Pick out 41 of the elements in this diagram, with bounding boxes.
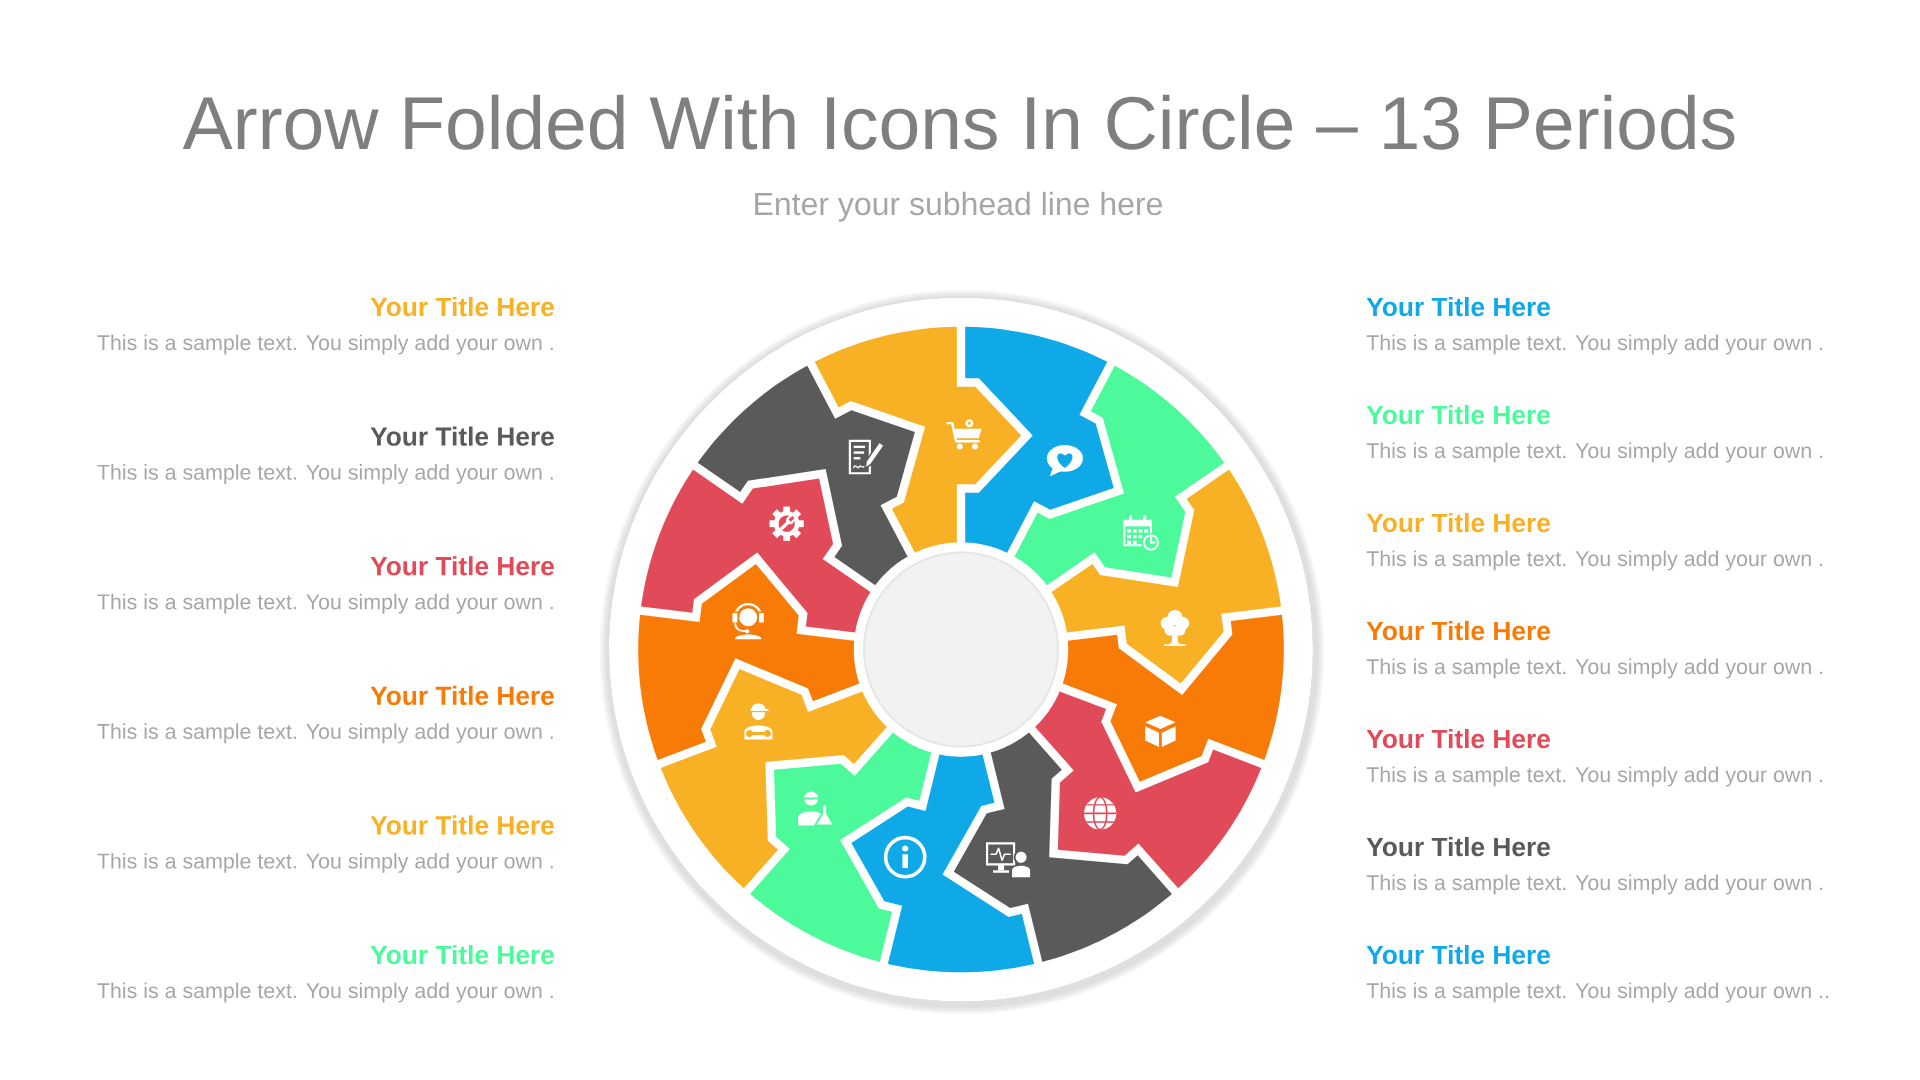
block-title: Your Title Here bbox=[370, 815, 554, 835]
arrow-segment bbox=[953, 731, 1172, 962]
arrow-segment bbox=[1062, 614, 1284, 782]
body-text: This is a sample text. You simply add your own . bbox=[1366, 334, 1823, 355]
block-title: Your Title Here bbox=[370, 685, 554, 706]
body-text: This is a sample text. You simply add your own . bbox=[1366, 442, 1823, 463]
block-title: Your Title Here bbox=[1366, 944, 1550, 965]
page-title: Arrow Folded With Icons In Circle – 13 Periods bbox=[182, 94, 1735, 150]
body-text: This is a sample text. You simply add your own . bbox=[97, 723, 553, 744]
arrow-segment bbox=[697, 365, 915, 587]
body-text: This is a sample text. You simply add your own . bbox=[1366, 550, 1823, 571]
body-text: This is a sample text. You simply add your own . bbox=[97, 593, 553, 614]
arrow-segment bbox=[963, 326, 1114, 554]
arrow-segment bbox=[814, 326, 1022, 554]
body-text: This is a sample text. You simply add your own . bbox=[97, 334, 553, 355]
arrow-segment bbox=[1012, 365, 1225, 587]
block-title: Your Title Here bbox=[370, 556, 554, 576]
block-title: Your Title Here bbox=[370, 426, 554, 446]
arrow-segment bbox=[851, 754, 1035, 973]
body-text: This is a sample text. You simply add your own . bbox=[97, 982, 553, 1003]
block-title: Your Title Here bbox=[1366, 620, 1550, 641]
block-title: Your Title Here bbox=[370, 296, 554, 317]
arrow-segment bbox=[1050, 469, 1281, 684]
body-text: This is a sample text. You simply add your own . bbox=[97, 852, 553, 873]
arrow-segment bbox=[1033, 689, 1262, 889]
block-title: Your Title Here bbox=[1366, 836, 1550, 857]
body-text: This is a sample text. You simply add your own . bbox=[1366, 766, 1823, 787]
block-title: Your Title Here bbox=[1366, 728, 1550, 749]
block-title: Your Title Here bbox=[1366, 404, 1550, 425]
arrow-segment bbox=[660, 669, 889, 889]
arrow-segment bbox=[638, 563, 861, 761]
body-text: This is a sample text. You simply add your own . bbox=[1366, 874, 1823, 895]
subtitle: Enter your subhead line here bbox=[755, 191, 1162, 222]
arrow-segment bbox=[641, 469, 872, 635]
block-title: Your Title Here bbox=[370, 944, 554, 965]
body-text: This is a sample text. You simply add your own .. bbox=[1366, 982, 1829, 1003]
body-text: This is a sample text. You simply add your own . bbox=[97, 464, 553, 485]
block-title: Your Title Here bbox=[1366, 296, 1550, 317]
body-text: This is a sample text. You simply add your own . bbox=[1366, 658, 1823, 679]
arrow-segment bbox=[750, 731, 934, 962]
block-title: Your Title Here bbox=[1366, 512, 1550, 533]
